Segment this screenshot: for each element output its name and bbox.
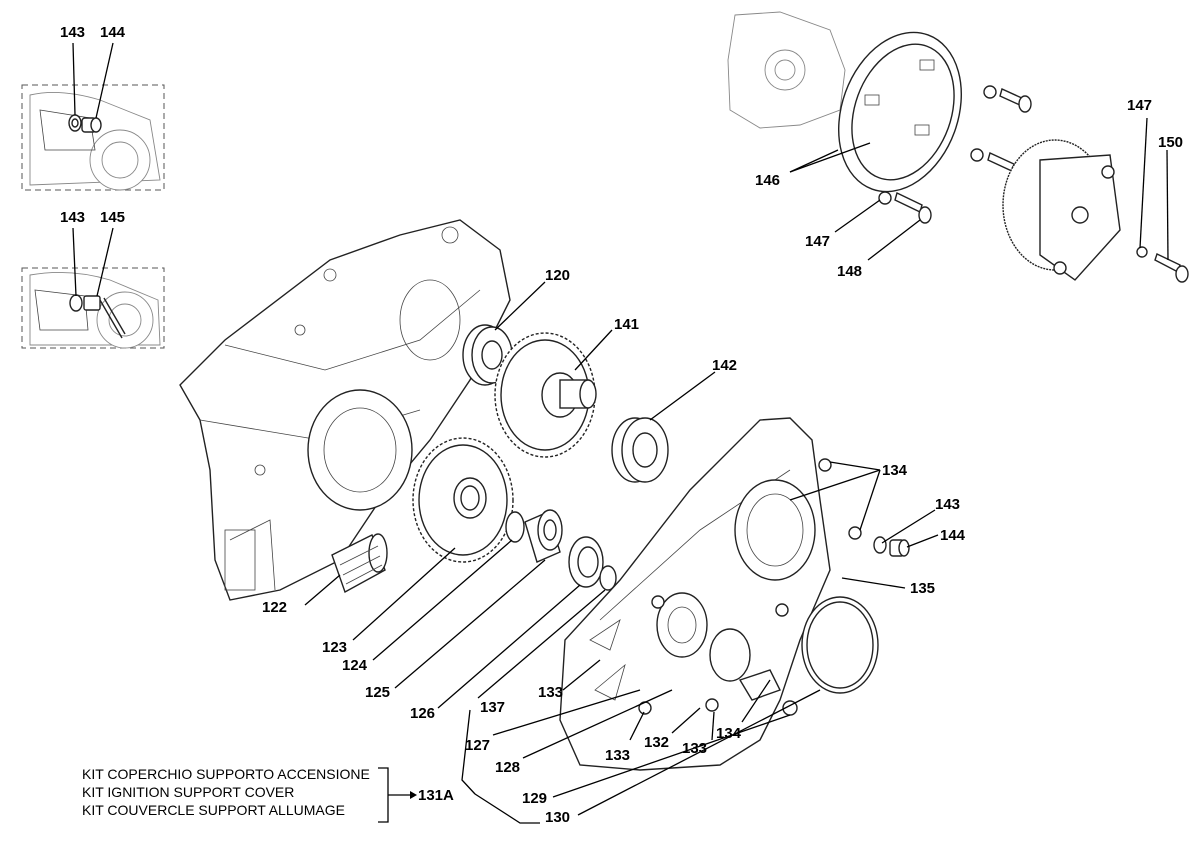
callout-125: 125	[365, 684, 390, 701]
part-122-bushing	[331, 533, 388, 594]
callout-133-left: 133	[538, 684, 563, 701]
callout-126: 126	[410, 705, 435, 722]
part-142-bearing	[611, 417, 669, 483]
detail-inset-143-144	[21, 84, 165, 191]
callout-144-right: 144	[940, 527, 966, 544]
callout-131A: 131A	[418, 787, 454, 804]
part-120-bearing	[462, 324, 513, 386]
callout-127: 127	[465, 737, 490, 754]
part-137-ring	[599, 565, 617, 591]
callout-129: 129	[522, 790, 547, 807]
detail-inset-143-145	[21, 267, 165, 349]
callout-122: 122	[262, 599, 287, 616]
ignition-support-cover	[559, 417, 862, 771]
part-150-bolt	[1136, 246, 1189, 283]
part-141-gear	[494, 332, 597, 458]
callout-135: 135	[910, 580, 935, 597]
callout-143-detail2: 143	[60, 209, 85, 226]
kit-line-fr: KIT COUVERCLE SUPPORT ALLUMAGE	[82, 802, 345, 818]
kit-line-en: KIT IGNITION SUPPORT COVER	[82, 784, 294, 800]
callout-123: 123	[322, 639, 347, 656]
callout-124: 124	[342, 657, 368, 674]
callout-150: 150	[1158, 134, 1183, 151]
callout-137: 137	[480, 699, 505, 716]
crankcase-half	[179, 219, 511, 601]
callout-145-detail2: 145	[100, 209, 125, 226]
part-143-144-cap	[873, 536, 910, 557]
callout-147-right: 147	[1127, 97, 1152, 114]
part-148-bolt	[878, 191, 932, 224]
callout-128: 128	[495, 759, 520, 776]
callout-143-detail1: 143	[60, 24, 85, 41]
part-146-stator-ring	[838, 31, 962, 193]
callout-141: 141	[614, 316, 639, 333]
kit-line-it: KIT COPERCHIO SUPPORTO ACCENSIONE	[82, 766, 370, 782]
part-flywheel-rotor	[1002, 139, 1121, 281]
part-123-gear	[412, 437, 514, 563]
part-129-oring	[801, 596, 879, 694]
kit-legend: KIT COPERCHIO SUPPORTO ACCENSIONE KIT IG…	[82, 766, 417, 823]
callout-134-bottom: 134	[716, 725, 742, 742]
callout-134-top: 134	[882, 462, 908, 479]
callout-133-bottom-left: 133	[605, 747, 630, 764]
part-125-spacer	[524, 509, 563, 563]
callout-120: 120	[545, 267, 570, 284]
callout-146: 146	[755, 172, 780, 189]
flywheel-housing-outline	[727, 11, 846, 129]
part-124-ring	[505, 511, 525, 543]
part-126-seal	[568, 536, 604, 588]
callout-133-bottom-right: 133	[682, 740, 707, 757]
callout-132: 132	[644, 734, 669, 751]
callout-143-right: 143	[935, 496, 960, 513]
callout-148: 148	[837, 263, 862, 280]
callout-130: 130	[545, 809, 570, 826]
callout-142: 142	[712, 357, 737, 374]
callout-144-detail1: 144	[100, 24, 126, 41]
leader-lines	[304, 117, 1169, 824]
callout-147-left: 147	[805, 233, 830, 250]
